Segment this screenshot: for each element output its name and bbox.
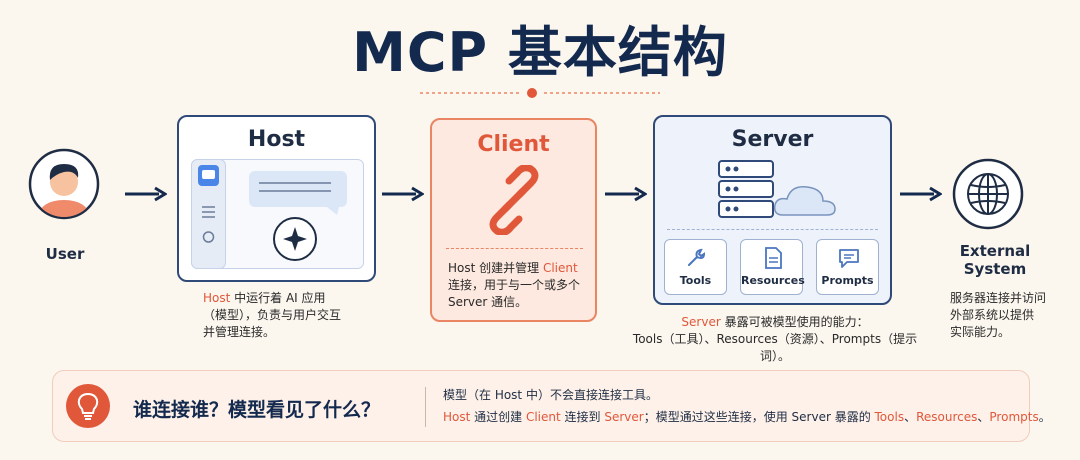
summary-box: 谁连接谁？模型看见了什么？ 模型（在 Host 中）不会直接连接工具。 Host… [52, 370, 1051, 442]
server-prompts: Prompts [816, 239, 879, 295]
arrow-icon [125, 186, 167, 202]
client-card: Client Host 创建并管理 Client 连接，用于与一个或多个 Ser… [430, 118, 597, 322]
arrow-icon [900, 186, 942, 202]
external-label: External System [959, 242, 1031, 278]
host-card: Host [177, 115, 376, 282]
lightbulb-icon [66, 384, 110, 428]
client-description: Host 创建并管理 Client 连接，用于与一个或多个 Server 通信。 [448, 261, 581, 309]
arrow-icon [382, 186, 424, 202]
summary-line-2: Host 通过创建 Client 连接到 Server；模型通过这些连接，使用 … [443, 410, 1051, 424]
host-caption: Host 中运行着 AI 应用 （模型），负责与用户交互 并管理连接。 [203, 291, 342, 339]
wrench-icon [688, 248, 706, 266]
server-resources: Resources [740, 239, 805, 295]
host-title: Host [247, 127, 306, 152]
host-app-window-icon [191, 159, 364, 269]
user-avatar-icon [28, 148, 100, 220]
title-divider [420, 88, 660, 98]
arrow-icon [605, 186, 647, 202]
server-title: Server [731, 127, 814, 152]
page-title: MCP 基本结构 [352, 21, 728, 84]
server-tools: Tools [664, 239, 727, 295]
client-title: Client [477, 132, 550, 157]
globe-icon [952, 158, 1024, 230]
summary-line-1: 模型（在 Host 中）不会直接连接工具。 [443, 388, 658, 402]
chain-link-icon [489, 165, 539, 235]
server-cloud-icon [718, 160, 836, 218]
summary-question: 谁连接谁？模型看见了什么？ [133, 399, 381, 421]
chat-icon [839, 249, 859, 268]
external-caption: 服务器连接并访问 外部系统以提供 实际能力。 [950, 291, 1047, 339]
document-icon [765, 247, 782, 269]
user-label: User [45, 245, 85, 263]
server-caption: Server 暴露可被模型使用的能力： Tools（工具）、Resources（… [632, 315, 918, 363]
server-card: Server Tools Resources Prompts [653, 115, 892, 305]
